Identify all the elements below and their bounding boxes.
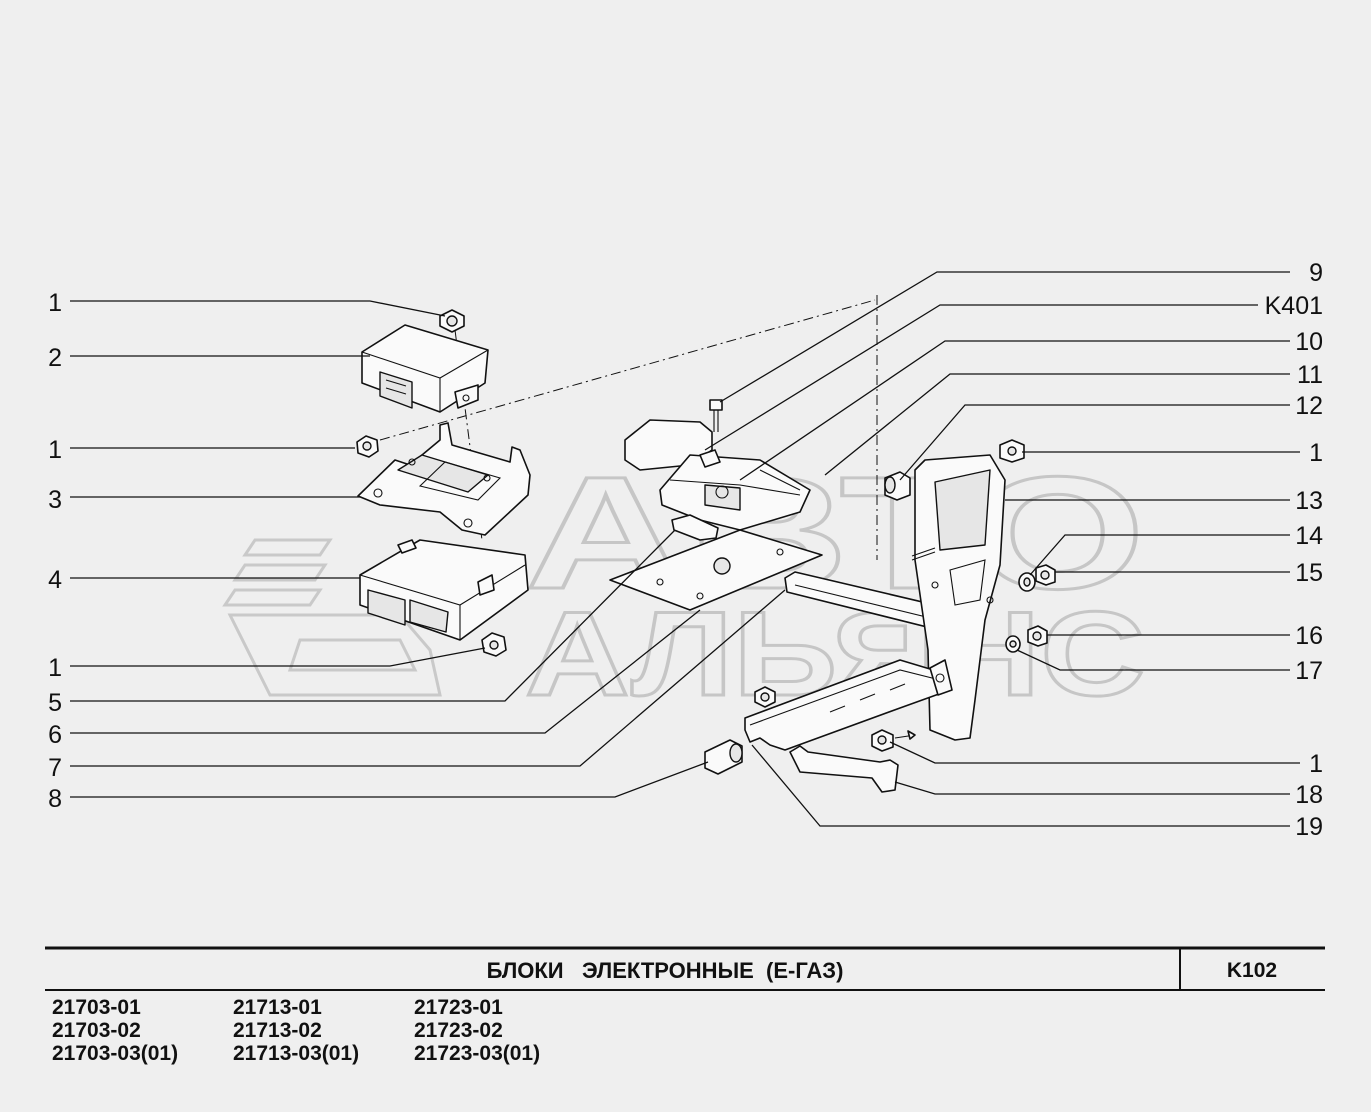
callout-right-1b: 1 [1309, 750, 1323, 778]
callout-left-1c: 1 [48, 654, 62, 682]
washer-17 [1005, 635, 1021, 653]
nut-1-mid [754, 686, 776, 708]
nut-1-left [356, 435, 379, 458]
clip-5 [671, 514, 719, 541]
callout-right-19: 19 [1295, 813, 1323, 841]
callout-left-1a: 1 [48, 289, 62, 317]
callout-left-7: 7 [48, 754, 62, 782]
electronic-unit-lower [359, 539, 529, 641]
page-code: K102 [1227, 959, 1277, 982]
callout-right-15: 15 [1295, 559, 1323, 587]
callout-left-6: 6 [48, 721, 62, 749]
callout-left-3: 3 [48, 486, 62, 514]
watermark-logo [222, 538, 442, 697]
callout-right-k401: K401 [1265, 292, 1323, 320]
bushing-8 [704, 739, 743, 775]
model-codes: 21703-01 21703-02 21703-03(01) 21713-01 … [52, 996, 540, 1065]
leader-lines-left [70, 300, 786, 798]
model-code: 21703-01 [52, 996, 141, 1019]
labels-left: 1 2 1 3 4 1 5 6 7 8 [48, 289, 62, 813]
nut-16 [1027, 625, 1048, 647]
electronic-unit-upper [361, 324, 489, 413]
model-code: 21703-02 [52, 1019, 141, 1042]
washer-14 [1018, 572, 1036, 592]
clamp-18 [789, 745, 899, 793]
base-bracket-19 [744, 659, 953, 751]
callout-right-9: 9 [1309, 259, 1323, 287]
nut-1-lower [481, 632, 507, 657]
callout-right-12: 12 [1295, 392, 1323, 420]
nut-15 [1035, 564, 1056, 586]
callout-right-16: 16 [1295, 622, 1323, 650]
stud [911, 547, 936, 561]
model-code: 21713-03(01) [233, 1042, 359, 1065]
labels-right: 9 K401 10 11 12 1 13 14 15 16 17 1 18 19 [1265, 259, 1323, 841]
nut-1-lower-right [871, 729, 916, 752]
callout-left-2: 2 [48, 344, 62, 372]
callout-right-17: 17 [1295, 657, 1323, 685]
callout-right-13: 13 [1295, 487, 1323, 515]
callout-left-5: 5 [48, 689, 62, 717]
model-code: 21713-02 [233, 1019, 322, 1042]
callout-right-14: 14 [1295, 522, 1323, 550]
leader-lines-right [704, 271, 1300, 827]
nut-1-right-top [999, 439, 1025, 463]
callout-left-8: 8 [48, 785, 62, 813]
model-code: 21703-03(01) [52, 1042, 178, 1065]
model-code: 21723-03(01) [414, 1042, 540, 1065]
nut-1-top [439, 309, 465, 333]
callout-right-10: 10 [1295, 328, 1323, 356]
title-block: БЛОКИ ЭЛЕКТРОННЫЕ (Е-ГАЗ) K102 [45, 946, 1325, 991]
page-title: БЛОКИ ЭЛЕКТРОННЫЕ (Е-ГАЗ) [487, 958, 844, 983]
callout-right-11: 11 [1297, 361, 1323, 389]
bushing-12 [884, 471, 911, 501]
model-code: 21723-01 [414, 996, 503, 1019]
bracket-3 [357, 422, 531, 536]
callout-right-18: 18 [1295, 781, 1323, 809]
callout-left-1b: 1 [48, 436, 62, 464]
ecu-unit [624, 419, 811, 531]
callout-left-4: 4 [48, 566, 62, 594]
callout-right-1a: 1 [1309, 439, 1323, 467]
model-code: 21723-02 [414, 1019, 503, 1042]
model-code: 21713-01 [233, 996, 322, 1019]
plate-6 [609, 529, 823, 611]
screw-9 [709, 399, 723, 432]
